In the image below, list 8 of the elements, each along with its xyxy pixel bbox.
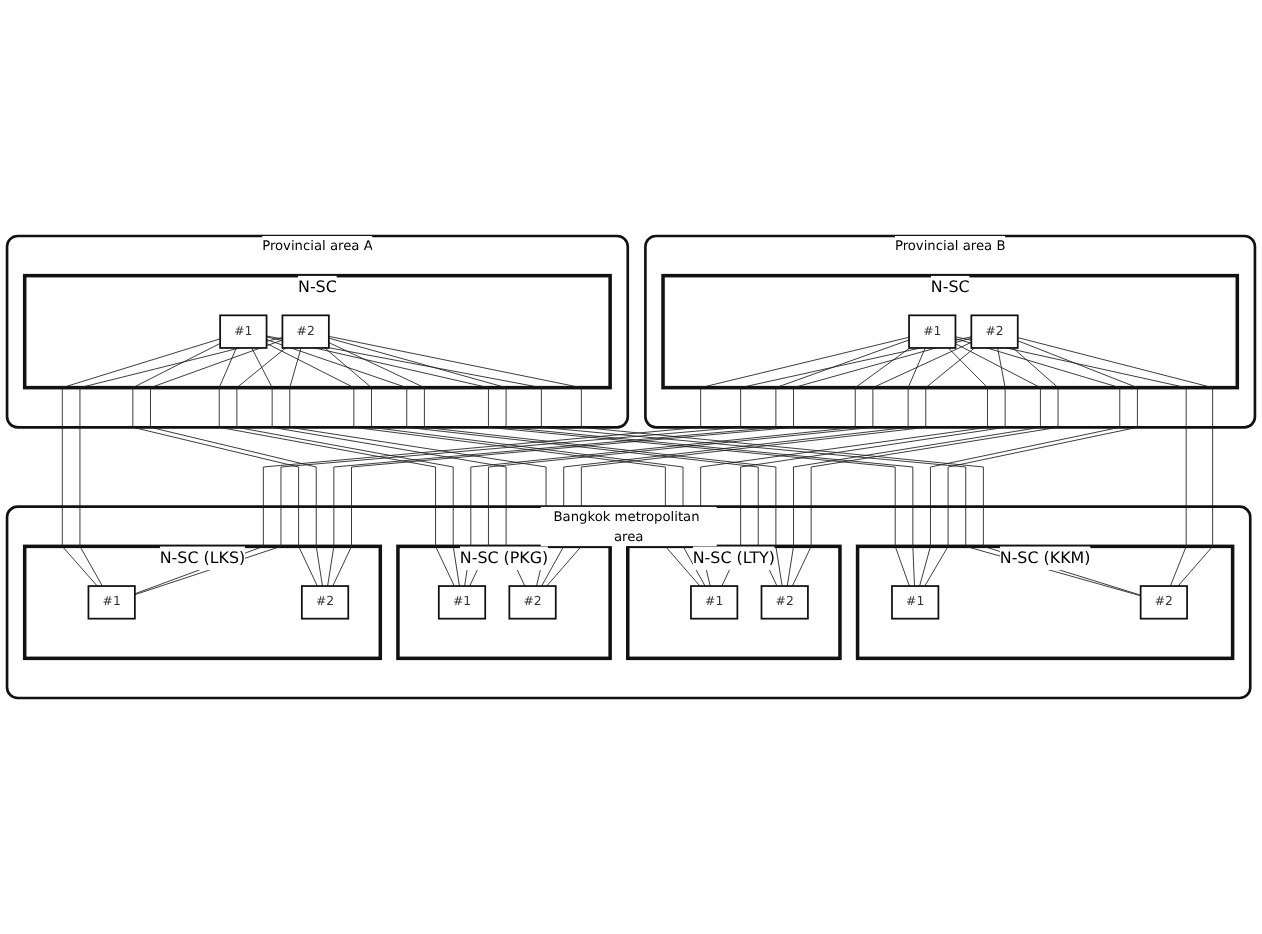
connector bbox=[1017, 337, 1214, 587]
connector bbox=[324, 347, 706, 587]
connector bbox=[79, 336, 283, 587]
connector bbox=[955, 336, 1187, 587]
connector bbox=[469, 341, 972, 587]
connector bbox=[251, 347, 526, 587]
connector bbox=[61, 338, 221, 587]
connector bbox=[464, 347, 911, 587]
